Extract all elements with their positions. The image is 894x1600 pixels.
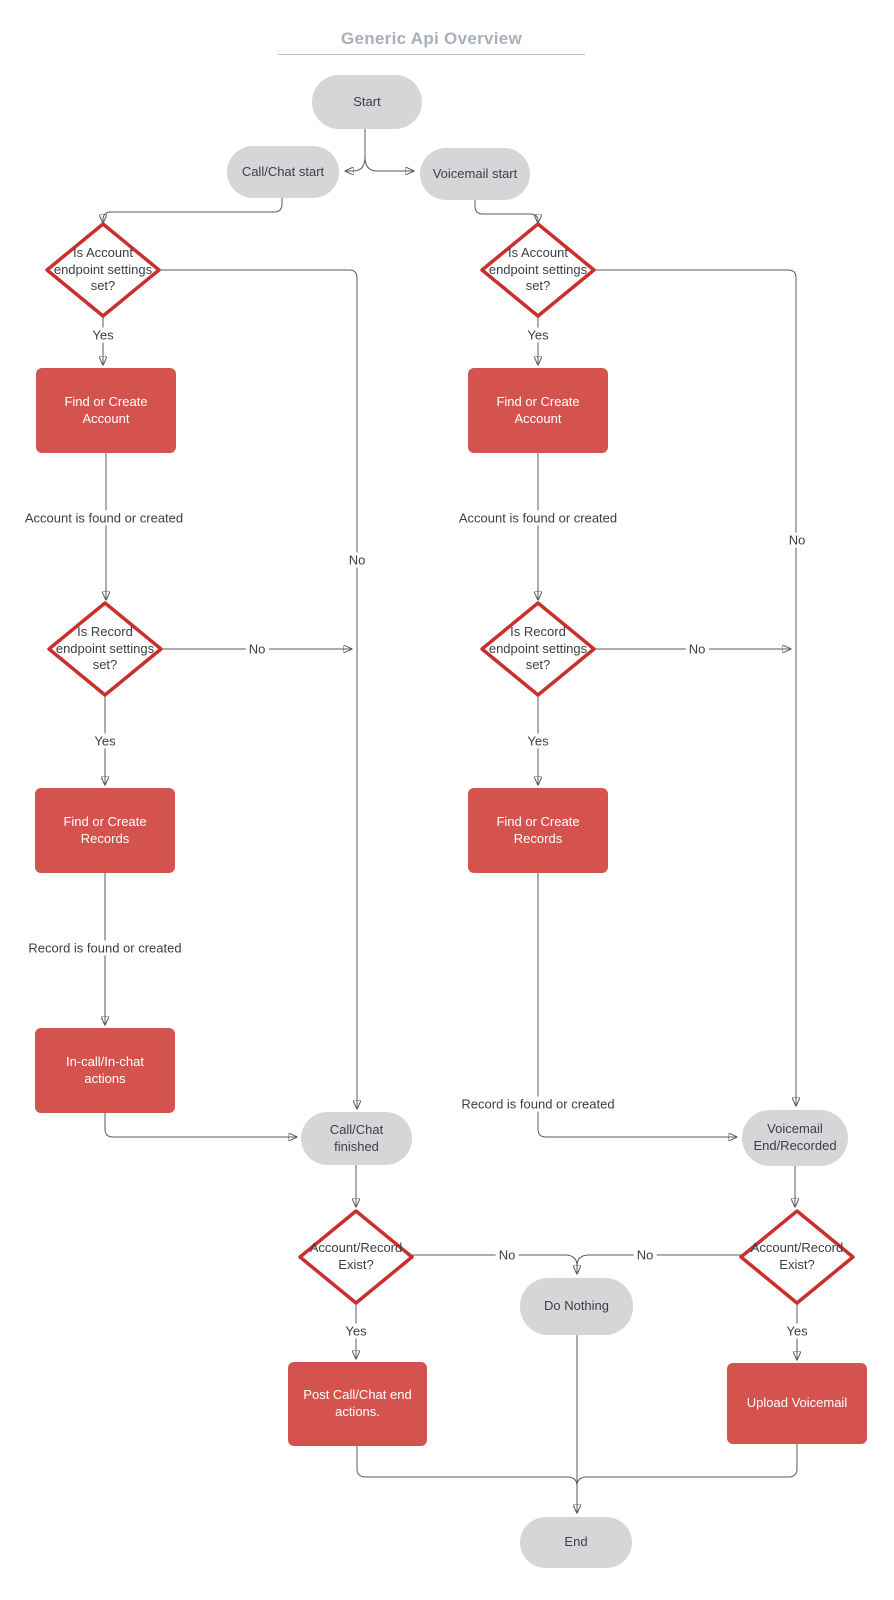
node-label: Is Record endpoint settings set? [488, 624, 588, 673]
node-label: Find or Create Account [64, 393, 148, 426]
node-end: End [520, 1517, 632, 1568]
node-l-exist-check: Account/Record Exist? [298, 1209, 414, 1305]
edge-label-yes: Yes [342, 1323, 370, 1339]
node-l-account-check: Is Account endpoint settings set? [45, 222, 161, 318]
node-voicemail-end: Voicemail End/Recorded [742, 1110, 848, 1166]
edge-label-no: No [245, 641, 269, 657]
node-label: Start [353, 93, 381, 109]
edge-r-account-no [594, 269, 796, 1106]
edge-upload-to-end [576, 1444, 798, 1487]
node-label: Call/Chat finished [329, 1121, 384, 1154]
edge-label-no: No [785, 532, 809, 548]
edge-label-yes: Yes [89, 327, 117, 343]
node-label: End [564, 1534, 588, 1550]
title-underline [278, 54, 585, 55]
node-label: Is Record endpoint settings set? [55, 624, 155, 673]
node-r-record-check: Is Record endpoint settings set? [480, 601, 596, 697]
edge-callchat-to-account-check [103, 198, 283, 223]
edge-l-account-no [159, 269, 357, 1109]
node-label: Account/Record Exist? [309, 1240, 403, 1272]
edge-label-account-found: Account is found or created [455, 510, 621, 526]
node-label: Voicemail End/Recorded [753, 1121, 837, 1153]
node-label: Call/Chat start [241, 163, 325, 179]
node-label: Voicemail start [432, 165, 518, 181]
node-r-exist-check: Account/Record Exist? [739, 1209, 855, 1305]
edge-r-foundrecord-to-vmend [537, 873, 737, 1137]
node-label: Post Call/Chat end actions. [303, 1387, 412, 1419]
edge-voicemail-to-account-check [474, 200, 538, 223]
diamond-shape [47, 601, 163, 697]
node-label: Is Account endpoint settings set? [488, 245, 588, 294]
node-l-find-records: Find or Create Records [35, 788, 175, 873]
node-label: Find or Create Account [496, 393, 580, 426]
edge-label-no: No [685, 641, 709, 657]
node-label: Find or Create Records [63, 813, 147, 846]
node-r-find-records: Find or Create Records [468, 788, 608, 873]
node-upload-voicemail: Upload Voicemail [727, 1363, 867, 1444]
edge-label-record-found: Record is found or created [25, 940, 185, 956]
node-call-chat-finished: Call/Chat finished [301, 1112, 412, 1165]
node-r-account-check: Is Account endpoint settings set? [480, 222, 596, 318]
diamond-shape [739, 1209, 855, 1305]
edge-start-to-callchat [345, 156, 366, 171]
edge-label-no: No [495, 1247, 519, 1263]
diamond-shape [480, 601, 596, 697]
edge-r-exist-no [576, 1254, 741, 1267]
edge-post-to-end [356, 1446, 578, 1487]
node-label: Upload Voicemail [746, 1395, 848, 1411]
node-label: Find or Create Records [496, 813, 580, 846]
edge-label-yes: Yes [524, 327, 552, 343]
edge-label-no: No [633, 1247, 657, 1263]
diamond-shape [45, 222, 161, 318]
node-r-find-account: Find or Create Account [468, 368, 608, 453]
edge-label-yes: Yes [524, 733, 552, 749]
node-post-actions: Post Call/Chat end actions. [288, 1362, 427, 1446]
node-voicemail-start: Voicemail start [420, 148, 530, 200]
node-label: Do Nothing [543, 1298, 610, 1314]
edge-start-to-voicemail [364, 156, 414, 171]
edge-label-yes: Yes [91, 733, 119, 749]
edge-label-record-found: Record is found or created [458, 1096, 618, 1112]
node-do-nothing: Do Nothing [520, 1278, 633, 1335]
node-start: Start [312, 75, 422, 129]
node-label: Account/Record Exist? [750, 1240, 844, 1272]
node-l-record-check: Is Record endpoint settings set? [47, 601, 163, 697]
edge-label-yes: Yes [783, 1323, 811, 1339]
edge-incall-to-finished [104, 1113, 297, 1137]
edge-label-account-found: Account is found or created [21, 510, 187, 526]
node-l-find-account: Find or Create Account [36, 368, 176, 453]
node-label: In-call/In-chat actions [65, 1053, 145, 1086]
edge-l-exist-no [412, 1254, 578, 1267]
node-incall-actions: In-call/In-chat actions [35, 1028, 175, 1113]
diamond-shape [480, 222, 596, 318]
node-call-chat-start: Call/Chat start [227, 146, 339, 198]
edge-label-no: No [345, 552, 369, 568]
node-label: Is Account endpoint settings set? [53, 245, 153, 294]
diagram-title: Generic Api Overview [340, 29, 523, 48]
diamond-shape [298, 1209, 414, 1305]
